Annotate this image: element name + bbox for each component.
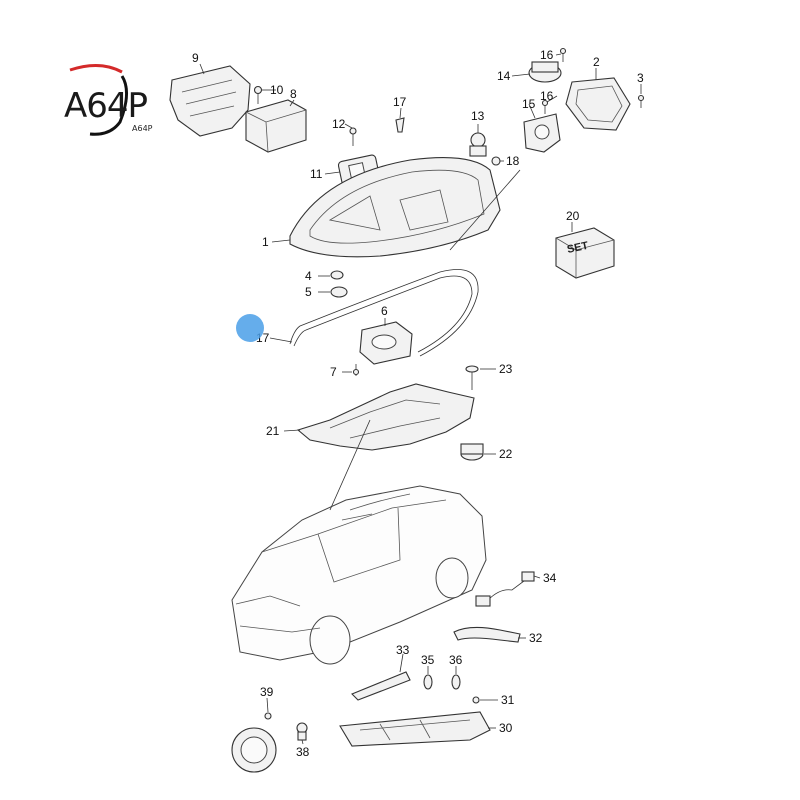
callout-16-top: 16: [540, 48, 554, 62]
part-18-clip: [491, 156, 501, 166]
callout-21: 21: [266, 424, 280, 438]
part-4-nut: [330, 270, 344, 280]
callout-18: 18: [506, 154, 520, 168]
callout-13: 13: [471, 109, 485, 123]
part-38-bulb: [296, 722, 308, 741]
logo-swoosh-icon: [69, 64, 128, 136]
callout-2: 2: [593, 55, 600, 69]
part-39-screw: [264, 712, 272, 720]
part-35-bulb: [423, 674, 433, 690]
callout-23: 23: [499, 362, 513, 376]
callout-9: 9: [192, 51, 199, 65]
callout-38: 38: [296, 745, 310, 759]
part-14-actuator: [528, 61, 562, 83]
part-22-bushing: [460, 443, 484, 461]
callout-6: 6: [381, 304, 388, 318]
part-19-clip: [395, 117, 405, 133]
callout-39: 39: [260, 685, 274, 699]
callout-15: 15: [522, 97, 536, 111]
part-16-screw-lower: [541, 99, 549, 114]
fog-light-assembly: [231, 727, 277, 773]
callout-12: 12: [332, 117, 346, 131]
part-15-bracket: [523, 113, 561, 153]
brand-logo: A64P A64P: [60, 62, 160, 142]
part-32-led-strip: [453, 626, 521, 643]
part-23-bolt: [465, 365, 479, 390]
callout-31: 31: [501, 693, 515, 707]
part-36-bulb: [451, 674, 461, 690]
part-16-screw-top: [559, 47, 567, 62]
part-1-headlight-assembly: [289, 156, 501, 258]
callout-20: 20: [566, 209, 580, 223]
part-31-clip: [472, 696, 480, 704]
part-2-cover: [565, 77, 631, 131]
part-5-grommet: [330, 286, 348, 298]
callout-16-lower: 16: [540, 89, 554, 103]
callout-19: 17: [393, 95, 407, 109]
leader-lines: [199, 53, 642, 745]
callout-1: 1: [262, 235, 269, 249]
part-30-fog-trim: [339, 711, 491, 747]
callout-30: 30: [499, 721, 513, 735]
callout-7: 7: [330, 365, 337, 379]
part-8-control-module: [245, 99, 307, 153]
highlight-marker: [236, 314, 264, 342]
part-21-support-bracket: [296, 383, 475, 451]
part-13-motor: [469, 132, 487, 157]
callout-10: 10: [270, 83, 284, 97]
callout-32: 32: [529, 631, 543, 645]
callout-35: 35: [421, 653, 435, 667]
callout-8: 8: [290, 87, 297, 101]
callout-14: 14: [497, 69, 511, 83]
part-20-set-box: SET: [555, 227, 615, 279]
part-34-wiring-harness: [475, 571, 535, 607]
part-33-trim: [351, 671, 411, 701]
callout-33: 33: [396, 643, 410, 657]
callout-3: 3: [637, 71, 644, 85]
vehicle-outline: [231, 485, 487, 665]
part-10-screw: [253, 85, 263, 104]
part-3-screw: [637, 94, 645, 108]
part-9-bracket: [169, 65, 251, 137]
callout-labels: 9 10 8 11 12 17 13 14 16 15 16 2 3 18 1 …: [192, 48, 644, 759]
callout-11: 11: [310, 167, 323, 181]
callout-5: 5: [305, 285, 312, 299]
part-12-screw: [349, 127, 357, 146]
callout-36: 36: [449, 653, 463, 667]
set-box-label: SET: [566, 240, 590, 256]
callout-34: 34: [543, 571, 557, 585]
logo-text: A64P: [64, 86, 148, 126]
part-17-seal-strip: [289, 269, 479, 357]
logo-subtext: A64P: [132, 124, 153, 133]
part-7-screw: [352, 364, 360, 376]
callout-4: 4: [305, 269, 312, 283]
part-6-module: [359, 321, 413, 365]
callout-22: 22: [499, 447, 513, 461]
